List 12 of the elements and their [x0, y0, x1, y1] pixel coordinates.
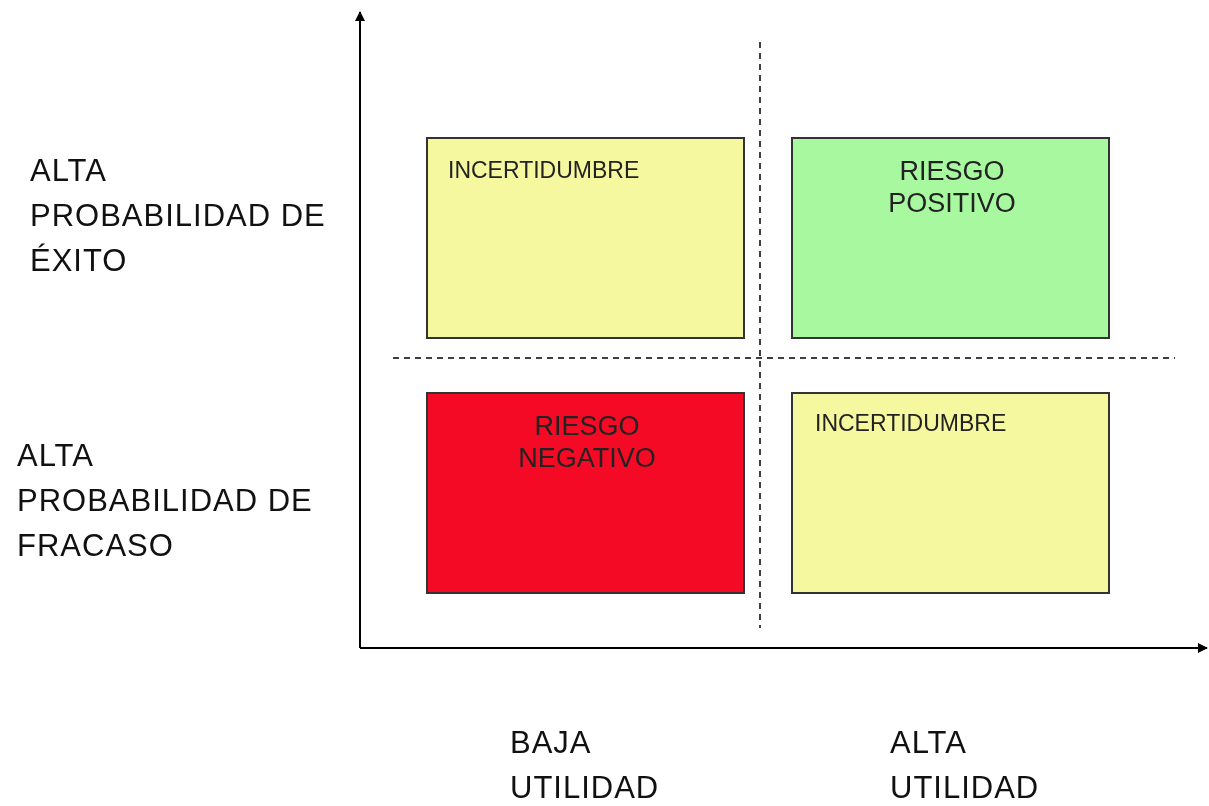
quadrant-box	[791, 137, 1110, 339]
quadrant-box	[791, 392, 1110, 594]
quadrant-box	[426, 392, 745, 594]
quadrant-label: RIESGO POSITIVO	[887, 155, 1017, 220]
axis-label: ALTA PROBABILIDAD DE FRACASO	[17, 437, 314, 565]
quadrant-label: INCERTIDUMBRE	[448, 157, 641, 185]
quadrant-box	[426, 137, 745, 339]
axis-label: ALTA UTILIDAD	[890, 724, 1041, 806]
axis-label: BAJA UTILIDAD	[510, 724, 661, 806]
quadrant-label: INCERTIDUMBRE	[815, 410, 1008, 438]
quadrant-label: RIESGO NEGATIVO	[517, 410, 657, 475]
axis-label: ALTA PROBABILIDAD DE ÉXITO	[30, 152, 327, 280]
